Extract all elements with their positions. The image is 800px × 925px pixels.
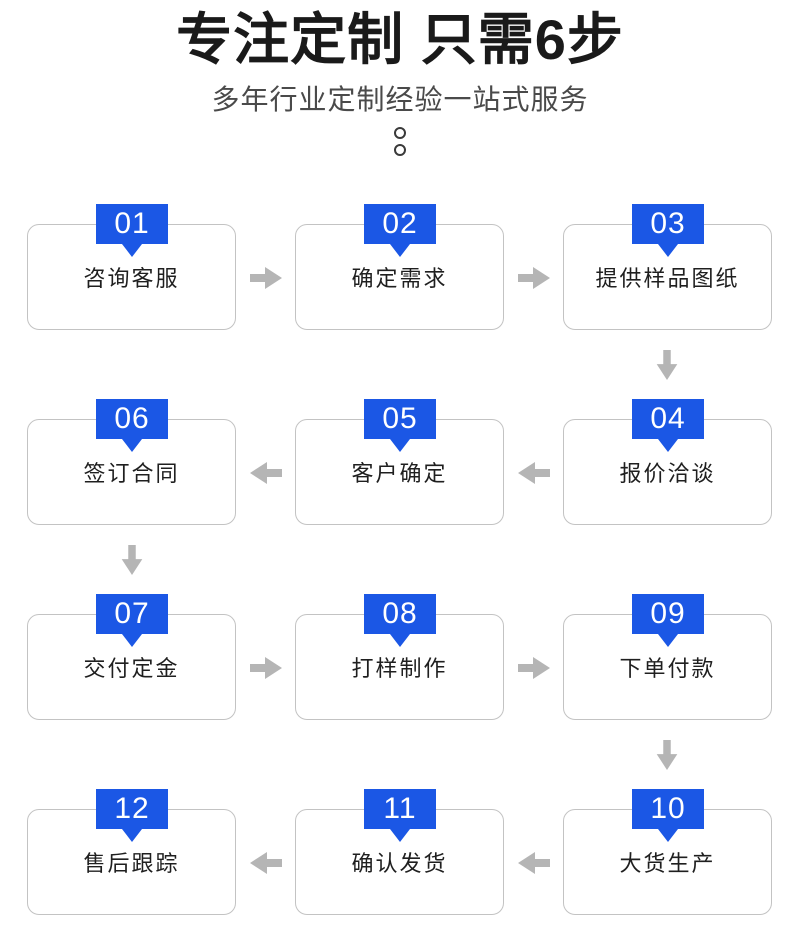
step-label: 签订合同: [83, 461, 180, 486]
step-card-08: 08 打样制作: [295, 594, 505, 721]
step-card-06: 06 签订合同: [27, 399, 237, 526]
step-number: 02: [382, 207, 418, 240]
step-card-03: 03 提供样品图纸: [563, 204, 773, 331]
arrow-right-icon: [518, 267, 550, 289]
step-card-10: 10 大货生产: [563, 789, 773, 916]
step-number-badge: 06: [96, 399, 168, 439]
step-card-11: 11 确认发货: [295, 789, 505, 916]
step-card-12: 12 售后跟踪: [27, 789, 237, 916]
step-card-09: 09 下单付款: [563, 594, 773, 721]
arrow-right-icon: [250, 657, 282, 679]
step-card-07: 07 交付定金: [27, 594, 237, 721]
flow-row-4: 12 售后跟踪 11 确认发货 10 大货生产: [0, 789, 800, 916]
decorative-dots: [0, 127, 800, 156]
step-number: 10: [650, 792, 686, 825]
step-number-badge: 11: [364, 789, 436, 829]
step-card-05: 05 客户确定: [295, 399, 505, 526]
flow-row-1: 01 咨询客服 02 确定需求 03 提供样品图纸: [0, 204, 800, 331]
row-connector-2: [0, 526, 800, 594]
arrow-down-icon: [121, 545, 143, 575]
step-number-badge: 04: [632, 399, 704, 439]
step-number-badge: 03: [632, 204, 704, 244]
arrow-down-icon: [656, 740, 678, 770]
flow-diagram: 01 咨询客服 02 确定需求 03 提供样品图纸 06 签订合同: [0, 204, 800, 916]
step-label: 报价洽谈: [619, 461, 716, 486]
page-title: 专注定制 只需6步: [176, 8, 624, 71]
arrow-left-icon: [518, 462, 550, 484]
step-label: 确认发货: [351, 851, 448, 876]
step-label: 客户确定: [351, 461, 448, 486]
step-number: 07: [114, 597, 150, 630]
row-connector-3: [0, 721, 800, 789]
step-card-box: 提供样品图纸: [563, 224, 772, 330]
step-number: 03: [650, 207, 686, 240]
step-number-badge: 09: [632, 594, 704, 634]
arrow-left-icon: [250, 462, 282, 484]
step-card-01: 01 咨询客服: [27, 204, 237, 331]
step-label: 下单付款: [619, 656, 716, 681]
arrow-right-icon: [518, 657, 550, 679]
step-number-badge: 05: [364, 399, 436, 439]
step-label: 打样制作: [351, 656, 448, 681]
arrow-down-icon: [656, 350, 678, 380]
step-label: 提供样品图纸: [595, 266, 740, 291]
row-connector-1: [0, 331, 800, 399]
arrow-left-icon: [518, 852, 550, 874]
dot-icon: [394, 127, 406, 139]
arrow-left-icon: [250, 852, 282, 874]
step-number: 08: [382, 597, 418, 630]
flow-row-3: 07 交付定金 08 打样制作 09 下单付款: [0, 594, 800, 721]
step-number-badge: 01: [96, 204, 168, 244]
step-number: 04: [650, 402, 686, 435]
step-number-badge: 12: [96, 789, 168, 829]
header: 专注定制 只需6步 多年行业定制经验一站式服务: [0, 0, 800, 156]
step-number: 12: [114, 792, 150, 825]
step-number-badge: 02: [364, 204, 436, 244]
page-subtitle: 多年行业定制经验一站式服务: [211, 84, 589, 115]
step-label: 确定需求: [351, 266, 448, 291]
step-label: 大货生产: [619, 851, 716, 876]
step-number-badge: 08: [364, 594, 436, 634]
step-label: 交付定金: [83, 656, 180, 681]
step-card-04: 04 报价洽谈: [563, 399, 773, 526]
step-number: 05: [382, 402, 418, 435]
step-card-02: 02 确定需求: [295, 204, 505, 331]
step-number: 11: [383, 792, 417, 825]
dot-icon: [394, 144, 406, 156]
step-number: 01: [114, 207, 150, 240]
arrow-right-icon: [250, 267, 282, 289]
step-number-badge: 10: [632, 789, 704, 829]
flow-row-2: 06 签订合同 05 客户确定 04 报价洽谈: [0, 399, 800, 526]
step-number-badge: 07: [96, 594, 168, 634]
step-label: 咨询客服: [83, 266, 180, 291]
step-label: 售后跟踪: [83, 851, 180, 876]
step-number: 09: [650, 597, 686, 630]
step-number: 06: [114, 402, 150, 435]
